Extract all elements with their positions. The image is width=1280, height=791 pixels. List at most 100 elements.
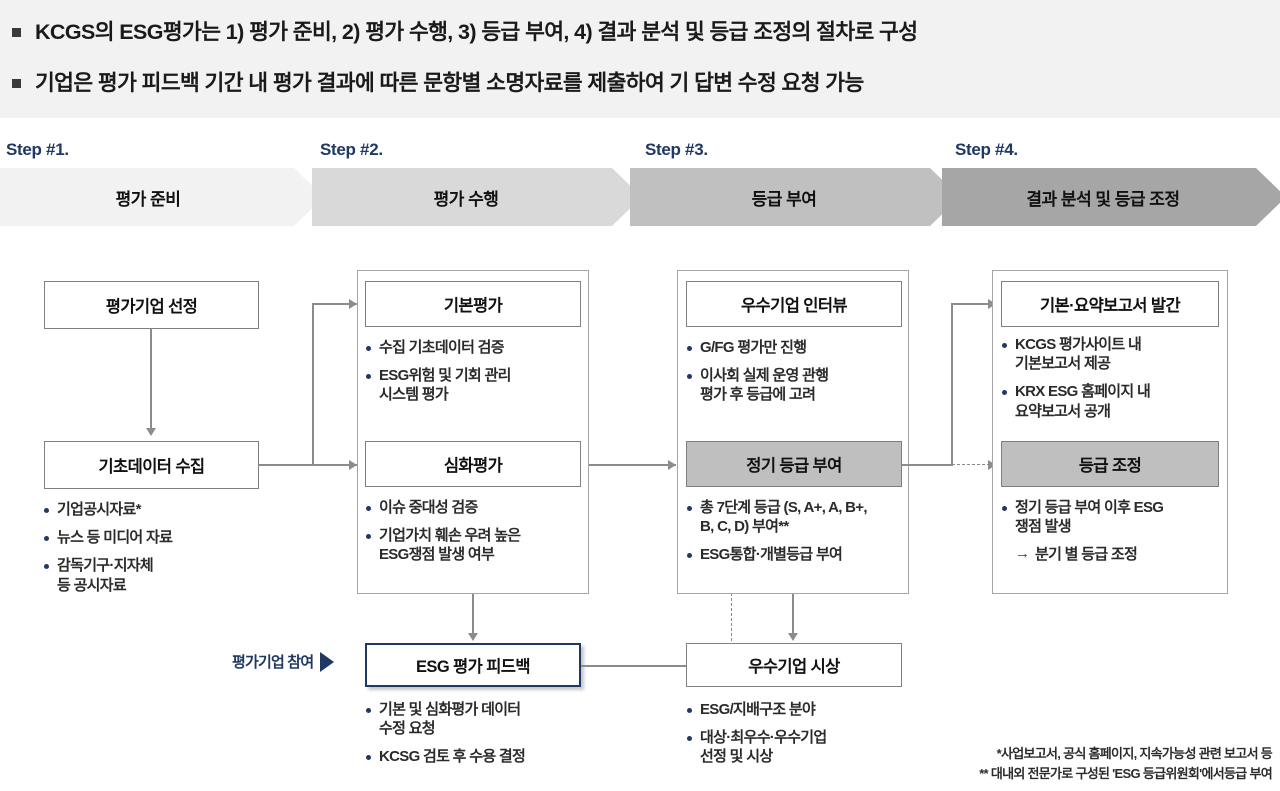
list-item: 수집 기초데이터 검증: [366, 338, 586, 357]
step-2-label: Step #2.: [320, 140, 383, 159]
list-item: 이슈 중대성 검증: [366, 498, 586, 517]
bullet-dot-icon: [687, 506, 692, 511]
connector-col1-arrowhead: [146, 428, 156, 436]
participation-annotation: 평가기업 참여: [232, 651, 335, 672]
connector-grade-to-report-top: [951, 303, 995, 305]
connector-grade-to-adjust: [902, 464, 995, 465]
list-item-text: ESG통합·개별등급 부여: [700, 546, 843, 564]
bullet-dot-icon: [366, 755, 371, 761]
step-1-chevron[interactable]: 평가 준비: [0, 168, 324, 226]
footnote-2: ** 대내외 전문가로 구성된 'ESG 등급위원회'에서등급 부여: [979, 765, 1272, 781]
bullet-dot-icon: [1002, 506, 1007, 511]
connector-panel3-to-award: [792, 594, 794, 634]
connector-col1-to-col2-stub: [259, 464, 314, 466]
box-excellent-company-award[interactable]: 우수기업 시상: [686, 643, 902, 687]
box-esg-evaluation-feedback[interactable]: ESG 평가 피드백: [365, 643, 581, 687]
bullet-dot-icon: [366, 708, 371, 713]
connector-feedback-to-award: [581, 665, 686, 667]
list-regular-grade-bullets: 총 7단계 등급 (S, A+, A, B+,B, C, D) 부여** ESG…: [687, 498, 913, 574]
box-basic-summary-report-publication[interactable]: 기본·요약보고서 발간: [1001, 281, 1219, 327]
list-item: ESG통합·개별등급 부여: [687, 545, 913, 564]
bullet-dot-icon: [687, 346, 692, 351]
list-item-text: KCSG 검토 후 수용 결정: [379, 748, 526, 766]
step-3-chevron-shape: [630, 168, 960, 226]
bullet-dot-icon: [44, 564, 49, 570]
connector-grade-to-report-v: [951, 303, 953, 465]
box-basic-data-collection[interactable]: 기초데이터 수집: [44, 441, 259, 489]
header-bullet-1-text: KCGS의 ESG평가는 1) 평가 준비, 2) 평가 수행, 3) 등급 부…: [35, 20, 918, 44]
step-4-chevron-shape: [942, 168, 1280, 226]
triangle-right-icon: [320, 651, 335, 672]
bullet-dot-icon: [1002, 390, 1007, 396]
step-4-title: 결과 분석 및 등급 조정: [1026, 189, 1180, 209]
bullet-dot-icon: [366, 346, 371, 351]
box-deep-evaluation[interactable]: 심화평가: [365, 441, 581, 487]
connector-col1-to-col2-riser: [312, 303, 314, 465]
bullet-dot-icon: [687, 553, 692, 559]
step-1-title: 평가 준비: [115, 189, 181, 209]
list-item: G/FG 평가만 진행: [687, 338, 909, 357]
list-item-text: G/FG 평가만 진행: [700, 339, 807, 356]
arrowhead-to-award: [788, 633, 798, 641]
list-item: KCSG 검토 후 수용 결정: [366, 747, 596, 766]
box-grade-adjustment[interactable]: 등급 조정: [1001, 441, 1219, 487]
footnote-1: *사업보고서, 공식 홈페이지, 지속가능성 관련 보고서 등: [996, 746, 1273, 761]
bullet-dot-icon: [366, 374, 371, 380]
step-1-chevron-shape: [0, 168, 324, 226]
adjustment-arrow-text: 분기 별 등급 조정: [1035, 546, 1138, 564]
box-company-selection[interactable]: 평가기업 선정: [44, 281, 259, 329]
arrowhead-to-feedback: [468, 633, 478, 641]
step-3-label: Step #3.: [645, 140, 708, 159]
square-bullet-icon: [12, 79, 21, 88]
adjustment-arrow-note: → 분기 별 등급 조정: [1015, 545, 1230, 564]
square-bullet-icon: [12, 28, 21, 37]
step-2-chevron[interactable]: 평가 수행: [312, 168, 642, 226]
connector-to-basic-eval: [312, 303, 357, 305]
bullet-dot-icon: [687, 736, 692, 742]
connector-panel2-to-regular-grade: [589, 464, 676, 466]
step-3-chevron[interactable]: 등급 부여: [630, 168, 960, 226]
list-item-text: 이슈 중대성 검증: [379, 499, 478, 516]
bullet-dot-icon: [44, 508, 49, 513]
list-item-text: 총 7단계 등급 (S, A+, A, B+,B, C, D) 부여**: [700, 499, 868, 536]
participation-label: 평가기업 참여: [232, 654, 314, 671]
list-item: ESG/지배구조 분야: [687, 700, 912, 719]
box-regular-grade-assignment[interactable]: 정기 등급 부여: [686, 441, 902, 487]
header-bullet-1: KCGS의 ESG평가는 1) 평가 준비, 2) 평가 수행, 3) 등급 부…: [12, 20, 918, 44]
header-bullet-2: 기업은 평가 피드백 기간 내 평가 결과에 따른 문항별 소명자료를 제출하여…: [12, 72, 864, 95]
connector-panel2-to-feedback: [472, 594, 474, 634]
list-item-text: 수집 기초데이터 검증: [379, 339, 505, 356]
list-item-text: ESG/지배구조 분야: [700, 701, 816, 718]
bullet-dot-icon: [366, 506, 371, 511]
step-3-title: 등급 부여: [751, 189, 817, 209]
footnotes: *사업보고서, 공식 홈페이지, 지속가능성 관련 보고서 등 ** 대내외 전…: [979, 744, 1272, 783]
bullet-dot-icon: [44, 536, 49, 542]
box-excellent-company-interview[interactable]: 우수기업 인터뷰: [686, 281, 902, 327]
box-basic-evaluation[interactable]: 기본평가: [365, 281, 581, 327]
bullet-dot-icon: [366, 534, 371, 540]
connector-to-deep-eval: [312, 464, 357, 466]
bullet-dot-icon: [1002, 343, 1007, 348]
step-4-chevron[interactable]: 결과 분석 및 등급 조정: [942, 168, 1280, 226]
list-item: 총 7단계 등급 (S, A+, A, B+,B, C, D) 부여**: [687, 498, 913, 536]
